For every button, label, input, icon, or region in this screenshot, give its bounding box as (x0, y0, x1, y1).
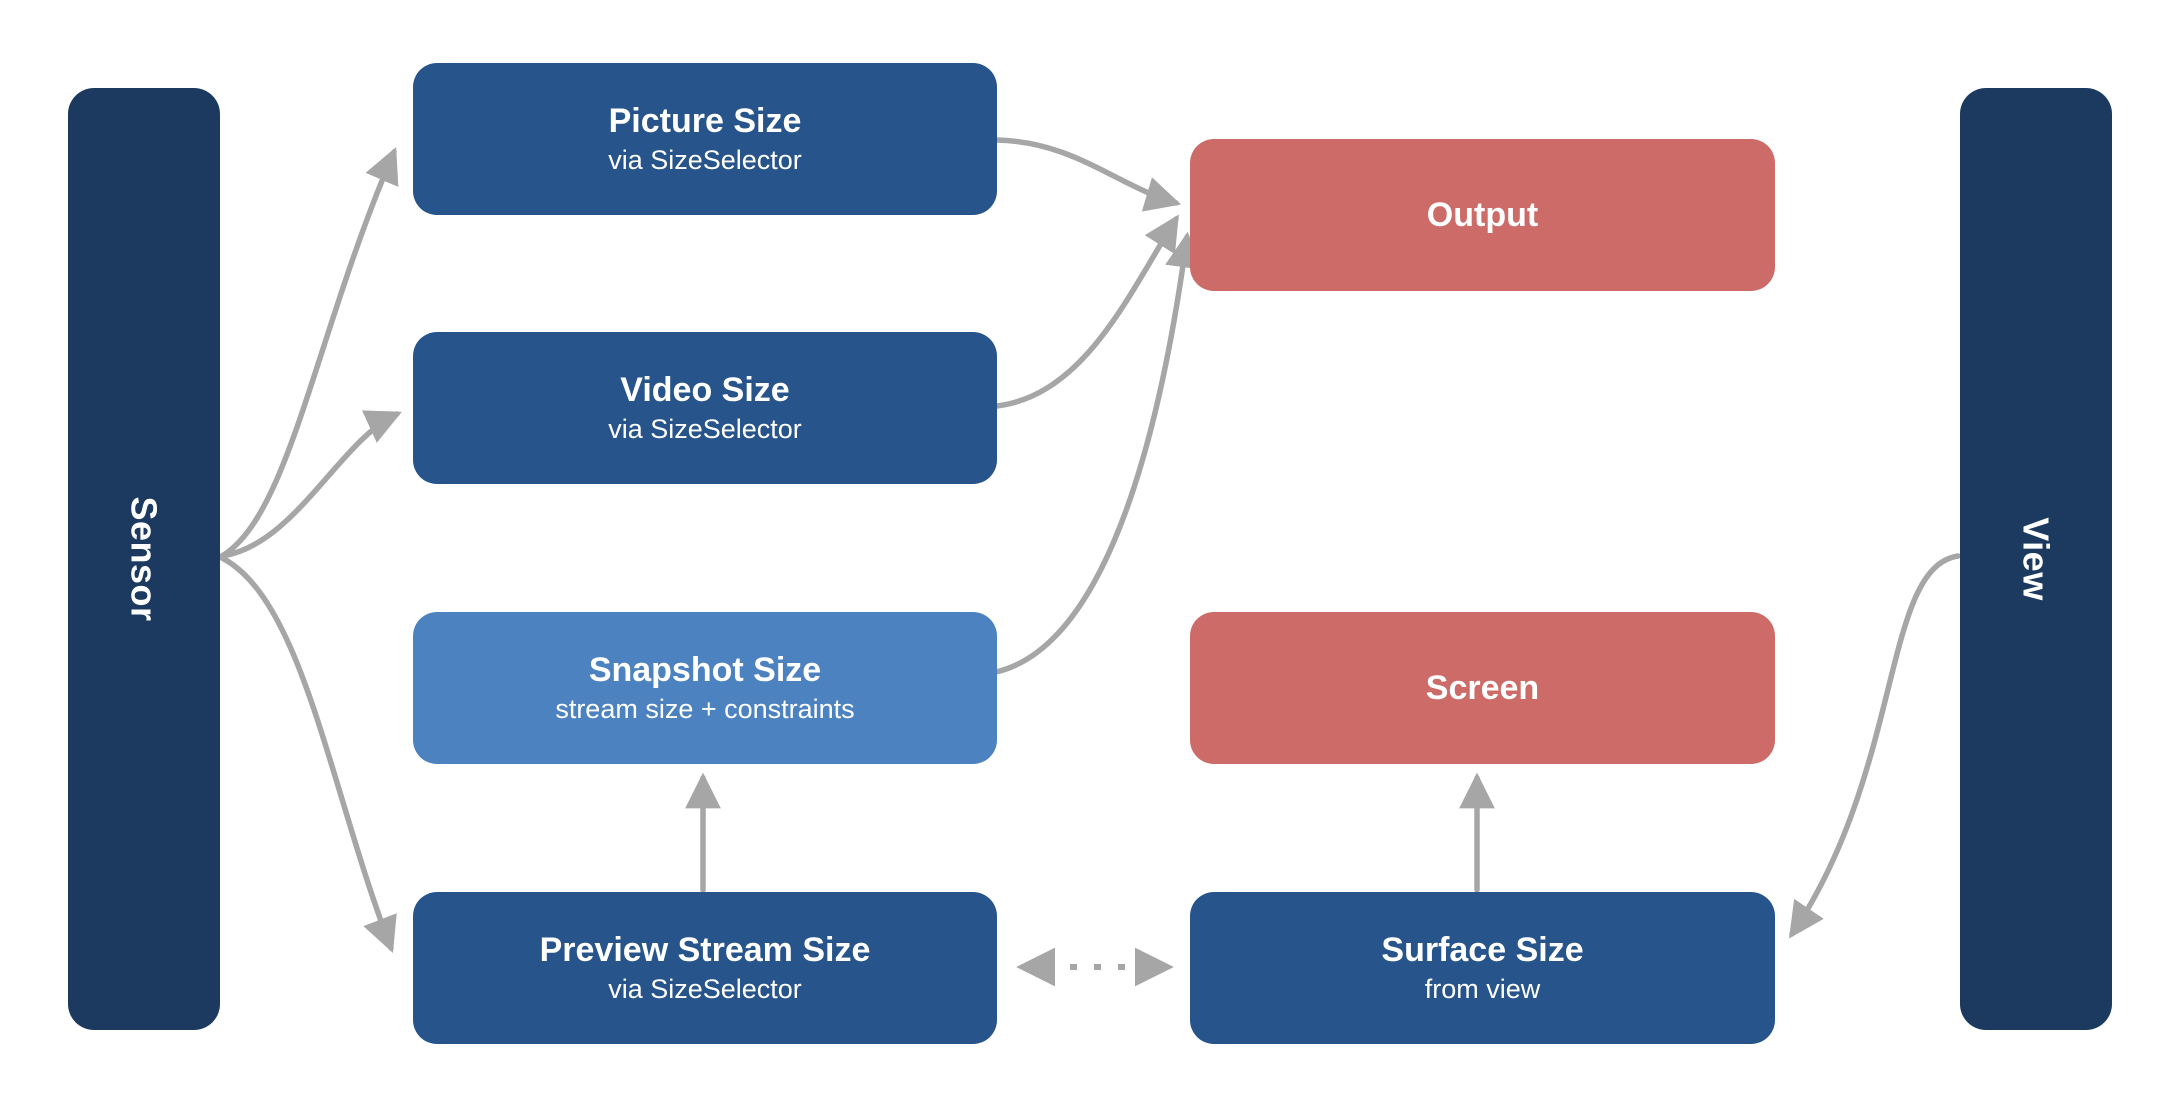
picture-size-node: Picture Size via SizeSelector (413, 63, 997, 215)
screen-node: Screen (1190, 612, 1775, 764)
preview-stream-size-subtitle: via SizeSelector (608, 974, 802, 1004)
output-title: Output (1426, 196, 1539, 234)
view-label: View (2015, 517, 2057, 601)
sensor-bar: Sensor (68, 88, 220, 1030)
edge-view-surface-arrow (1789, 553, 1961, 939)
video-size-node: Video Size via SizeSelector (413, 332, 997, 484)
edge-sensor-video-arrow (219, 410, 402, 559)
view-bar: View (1960, 88, 2112, 1030)
video-size-subtitle: via SizeSelector (608, 414, 802, 444)
edge-sensor-preview-arrow (219, 555, 397, 954)
picture-size-title: Picture Size (608, 102, 802, 140)
video-size-title: Video Size (620, 371, 790, 409)
edge-picture-output-arrow (994, 137, 1182, 212)
preview-stream-size-node: Preview Stream Size via SizeSelector (413, 892, 997, 1044)
sensor-label: Sensor (123, 496, 165, 622)
screen-title: Screen (1425, 669, 1540, 707)
surface-size-node: Surface Size from view (1190, 892, 1775, 1044)
edge-snapshot-output-arrow (993, 231, 1201, 675)
output-node: Output (1190, 139, 1775, 291)
snapshot-size-subtitle: stream size + constraints (555, 694, 855, 724)
preview-stream-size-title: Preview Stream Size (539, 931, 871, 969)
edge-video-output-arrow (994, 214, 1179, 409)
surface-size-title: Surface Size (1381, 931, 1584, 969)
edge-sensor-picture-arrow (219, 147, 399, 559)
snapshot-size-title: Snapshot Size (588, 651, 822, 689)
surface-size-subtitle: from view (1424, 974, 1541, 1004)
snapshot-size-node: Snapshot Size stream size + constraints (413, 612, 997, 764)
picture-size-subtitle: via SizeSelector (608, 145, 802, 175)
